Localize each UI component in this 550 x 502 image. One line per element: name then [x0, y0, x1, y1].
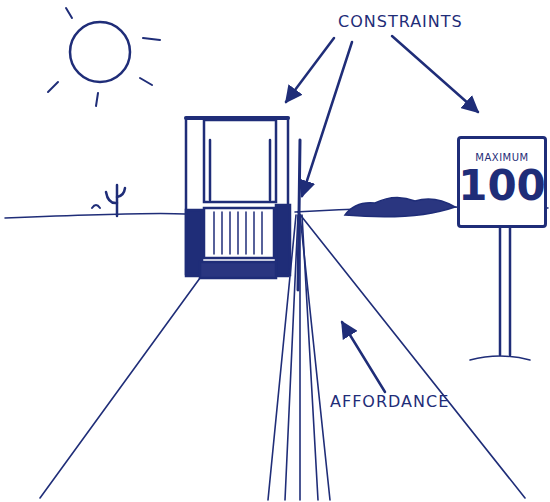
sun-rays	[48, 8, 160, 106]
annotation-label: CONSTRAINTS	[338, 12, 463, 31]
speed-sign: MAXIMUM100	[457, 136, 547, 228]
sun	[70, 22, 130, 82]
sign-post	[470, 228, 530, 360]
speed-limit: 100	[458, 164, 546, 208]
bushes	[345, 197, 455, 216]
leader-arrows	[286, 36, 478, 392]
sign-heading: MAXIMUM	[475, 152, 528, 164]
annotation-label: AFFORDANCE	[330, 392, 449, 411]
road	[40, 140, 525, 500]
cactus	[92, 185, 125, 216]
truck	[186, 118, 290, 278]
